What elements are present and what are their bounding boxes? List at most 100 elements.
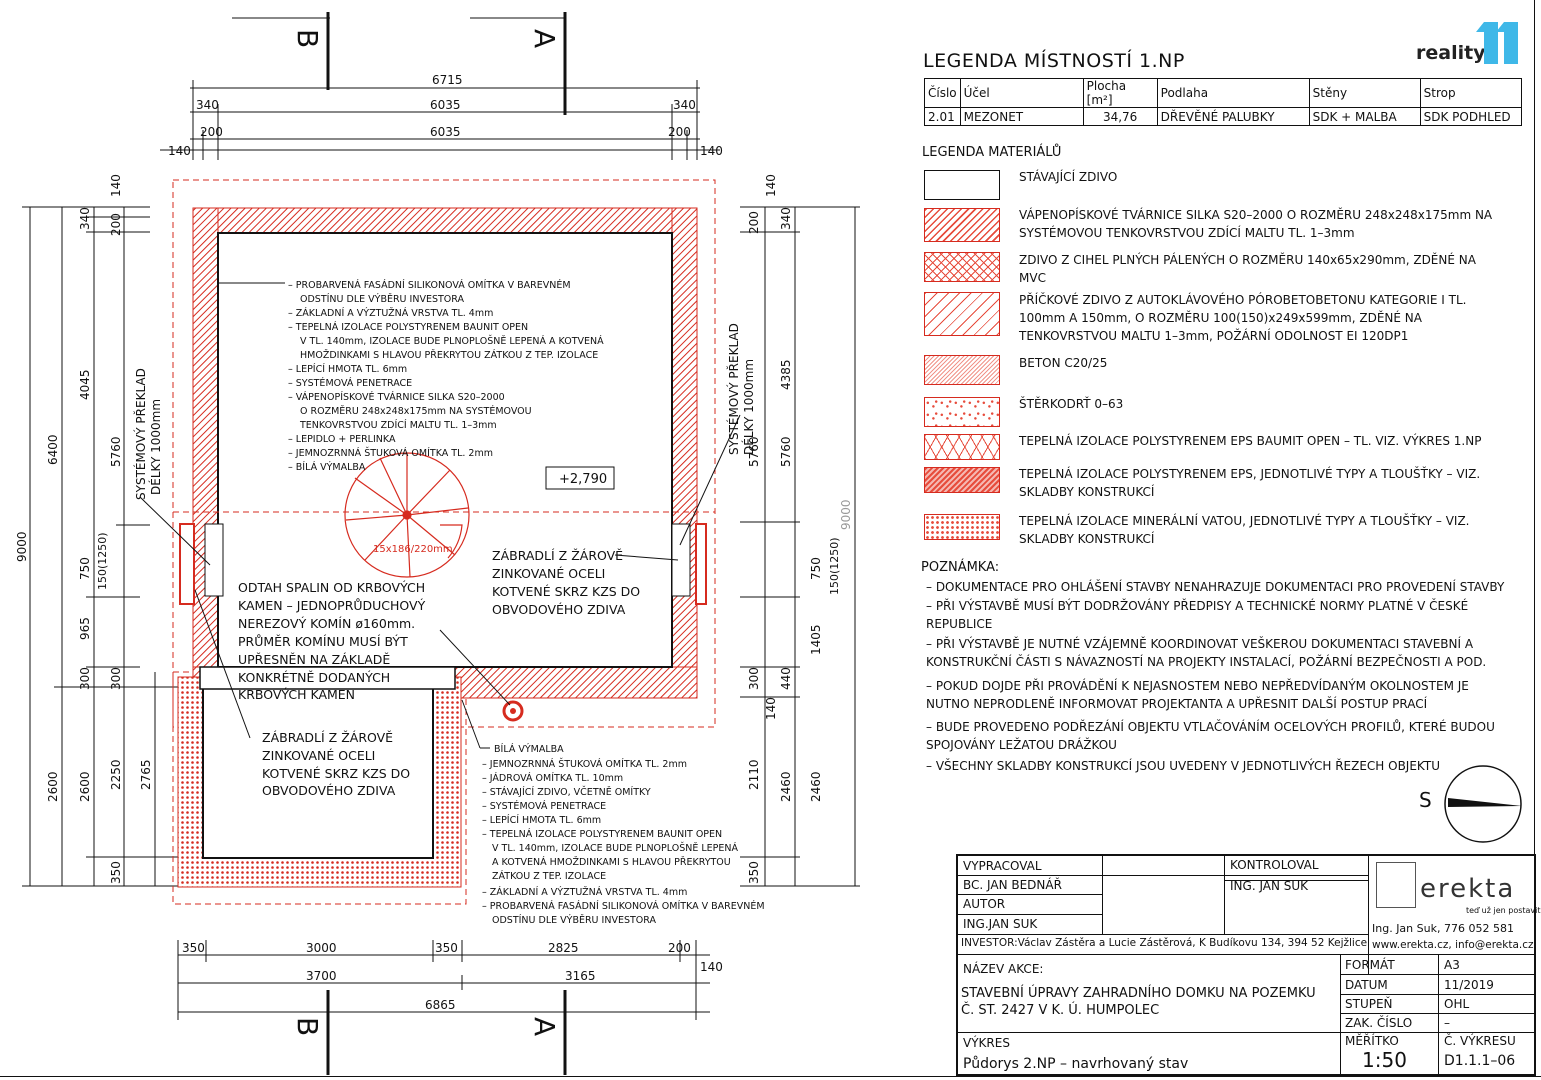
autor-label: AUTOR [963, 897, 1006, 911]
material-label: BETON C20/25 [1019, 356, 1108, 370]
section-mark-a-bottom: A [528, 1017, 561, 1036]
dim-top-6035b: 6035 [430, 125, 461, 139]
dim-top-340-right: 340 [673, 98, 696, 112]
vypracoval-value: BC. JAN BEDNÁŘ [963, 878, 1062, 892]
dim-right-2460b: 2460 [809, 771, 823, 802]
dim-right-750: 750 [809, 557, 823, 580]
logo-text: reality [1416, 42, 1486, 64]
svg-text:– TEPELNÁ IZOLACE POLYSTYRENEM: – TEPELNÁ IZOLACE POLYSTYRENEM BAUNIT OP… [482, 828, 722, 840]
material-swatch-brick [924, 252, 1000, 282]
svg-text:UPŘESNĚN NA ZÁKLADĚ: UPŘESNĚN NA ZÁKLADĚ [238, 652, 390, 667]
svg-text:O ROZMĚRU 248x248x175mm NA SYS: O ROZMĚRU 248x248x175mm NA SYSTÉMOVOU [300, 405, 532, 417]
dim-right-4385: 4385 [779, 359, 793, 390]
material-label: VÁPENOPÍSKOVÉ TVÁRNICE SILKA S20–2000 O … [1019, 208, 1493, 240]
svg-text:OBVODOVÉHO ZDIVA: OBVODOVÉHO ZDIVA [492, 602, 626, 617]
investor: INVESTOR:Václav Zástěra a Lucie Zástěrov… [961, 937, 1368, 949]
north-label: S [1419, 788, 1432, 812]
note-item: – VŠECHNY SKLADBY KONSTRUKCÍ JSOU UVEDEN… [926, 759, 1440, 773]
stupen-label: STUPEŇ [1345, 997, 1393, 1011]
dim-right-150-1250: 150(1250) [828, 537, 841, 595]
material-label: ZDIVO Z CIHEL PLNÝCH PÁLENÝCH O ROZMĚRU … [1019, 253, 1476, 285]
dim-top-140-left: 140 [168, 144, 191, 158]
dim-left-6400: 6400 [46, 434, 60, 465]
company-contact-1: Ing. Jan Suk, 776 052 581 [1372, 922, 1514, 935]
chimney-note: ODTAH SPALIN OD KRBOVÝCH KAMEN – JEDNOPR… [238, 580, 426, 702]
material-swatch-mineral-wool [924, 514, 1000, 540]
dim-bottom-200: 200 [668, 941, 691, 955]
sheet-border-bottom [0, 1076, 1541, 1077]
dim-top-6035: 6035 [430, 98, 461, 112]
dim-right-300: 300 [747, 667, 761, 690]
svg-text:DÉLKY 1000mm: DÉLKY 1000mm [148, 399, 163, 495]
svg-text:ZINKOVANÉ OCELI: ZINKOVANÉ OCELI [262, 748, 375, 763]
svg-text:KOTVENÉ SKRZ KZS DO: KOTVENÉ SKRZ KZS DO [262, 766, 410, 781]
dim-left-2250: 2250 [109, 759, 123, 790]
dim-top-340-left: 340 [196, 98, 219, 112]
svg-text:ODTAH SPALIN OD KRBOVÝCH: ODTAH SPALIN OD KRBOVÝCH [238, 580, 425, 595]
dim-bottom-total: 6865 [425, 998, 456, 1012]
rooms-table-header: Číslo Účel Plocha [m²] Podlaha Stěny Str… [924, 78, 1522, 108]
dim-right-5760a: 5760 [747, 436, 761, 467]
company-tagline: teď už jen postavit [1466, 906, 1541, 915]
svg-text:– JEMNOZRNNÁ ŠTUKOVÁ OMÍTKA TL: – JEMNOZRNNÁ ŠTUKOVÁ OMÍTKA TL. 2mm [482, 758, 687, 770]
note-item: – POKUD DOJDE PŘI PROVÁDĚNÍ K NEJASNOSTE… [926, 679, 1469, 711]
svg-text:PRŮMĚR KOMÍNU MUSÍ BÝT: PRŮMĚR KOMÍNU MUSÍ BÝT [238, 634, 408, 649]
material-label: PŘÍČKOVÉ ZDIVO Z AUTOKLÁVOVÉHO PÓROBETOB… [1019, 293, 1467, 343]
dim-top-200-right: 200 [668, 125, 691, 139]
dim-right-440: 440 [779, 667, 793, 690]
level-label: +2,790 [559, 472, 607, 487]
dim-left-4045: 4045 [78, 369, 92, 400]
svg-text:– JÁDROVÁ OMÍTKA TL. 10mm: – JÁDROVÁ OMÍTKA TL. 10mm [482, 772, 623, 784]
dim-right-5760b: 5760 [779, 436, 793, 467]
dim-top-total: 6715 [432, 73, 463, 87]
dim-bottom-3700: 3700 [306, 969, 337, 983]
svg-text:– JEMNOZRNNÁ ŠTUKOVÁ OMÍTKA TL: – JEMNOZRNNÁ ŠTUKOVÁ OMÍTKA TL. 2mm [288, 447, 493, 459]
svg-text:NEREZOVÝ KOMÍN ø160mm.: NEREZOVÝ KOMÍN ø160mm. [238, 616, 415, 631]
material-label: TEPELNÁ IZOLACE MINERÁLNÍ VATOU, JEDNOTL… [1019, 514, 1470, 546]
note-item: – PŘI VÝSTAVBĚ JE NUTNÉ VZÁJEMNĚ KOORDIN… [926, 637, 1487, 669]
lintel-left: SYSTÉMOVÝ PŘEKLAD DÉLKY 1000mm [133, 368, 163, 500]
company-name: erekta [1420, 874, 1516, 904]
material-swatch-concrete [924, 355, 1000, 385]
material-swatch-aac [924, 292, 1000, 336]
svg-text:– ZÁKLADNÍ A VÝZTUŽNÁ VRSTVA T: – ZÁKLADNÍ A VÝZTUŽNÁ VRSTVA TL. 4mm [482, 886, 687, 898]
section-mark-b-bottom: B [291, 1017, 324, 1036]
stair-label: 15x186/220mm [373, 544, 453, 555]
svg-text:SYSTÉMOVÝ PŘEKLAD: SYSTÉMOVÝ PŘEKLAD [133, 368, 148, 500]
material-swatch-gravel [924, 397, 1000, 427]
railing-note-right: ZÁBRADLÍ Z ŽÁROVĚ ZINKOVANÉ OCELI KOTVEN… [492, 548, 640, 617]
svg-text:ODSTÍNU DLE VÝBĚRU INVESTORA: ODSTÍNU DLE VÝBĚRU INVESTORA [300, 293, 464, 305]
stupen-value: OHL [1444, 997, 1470, 1011]
svg-text:KOTVENÉ SKRZ KZS DO: KOTVENÉ SKRZ KZS DO [492, 584, 640, 599]
svg-text:SYSTÉMOVÝ PŘEKLAD: SYSTÉMOVÝ PŘEKLAD [726, 323, 741, 455]
company-contact-2: www.erekta.cz, info@erekta.cz [1372, 939, 1534, 951]
dim-left-340: 340 [78, 207, 92, 230]
title-block: VYPRACOVAL BC. JAN BEDNÁŘ AUTOR ING.JAN … [956, 854, 1541, 1076]
section-mark-a-top: A [528, 29, 561, 48]
dim-left-750: 750 [78, 557, 92, 580]
svg-text:ZÁTKOU Z TEP. IZOLACE: ZÁTKOU Z TEP. IZOLACE [492, 870, 606, 882]
material-label: STÁVAJÍCÍ ZDIVO [1019, 170, 1118, 184]
svg-text:– SYSTÉMOVÁ PENETRACE: – SYSTÉMOVÁ PENETRACE [288, 377, 412, 389]
section-marks [232, 12, 567, 1075]
dim-left-300: 300 [78, 667, 92, 690]
railing-note-left: ZÁBRADLÍ Z ŽÁROVĚ ZINKOVANÉ OCELI KOTVEN… [262, 730, 410, 798]
material-swatch-silka [924, 208, 1000, 242]
dim-left-150-1250: 150(1250) [96, 532, 109, 590]
svg-text:– LEPÍCÍ HMOTA TL. 6mm: – LEPÍCÍ HMOTA TL. 6mm [288, 363, 407, 375]
dim-bottom-3000: 3000 [306, 941, 337, 955]
svg-text:– VÁPENOPÍSKOVÉ TVÁRNICE SILKA: – VÁPENOPÍSKOVÉ TVÁRNICE SILKA S20–2000 [288, 391, 505, 403]
svg-text:KRBOVÝCH KAMEN: KRBOVÝCH KAMEN [238, 687, 355, 702]
autor-value: ING.JAN SUK [963, 917, 1038, 931]
dim-right-200: 200 [747, 211, 761, 234]
notes-title: POZNÁMKA: [921, 560, 1000, 575]
svg-text:KONKRÉTNĚ DODANÝCH: KONKRÉTNĚ DODANÝCH [238, 670, 390, 685]
svg-text:– LEPIDLO + PERLINKA: – LEPIDLO + PERLINKA [288, 434, 396, 445]
erekta-logo-icon [1376, 862, 1416, 908]
sheet-border [1534, 0, 1535, 854]
wall-composition-top: – PROBARVENÁ FASÁDNÍ SILIKONOVÁ OMÍTKA V… [288, 279, 604, 473]
top-dimension-lines [160, 80, 720, 160]
dim-right-340: 340 [779, 207, 793, 230]
table-row: 2.01 MEZONET 34,76 DŘEVĚNÉ PALUBKY SDK +… [924, 107, 1522, 126]
svg-text:– PROBARVENÁ FASÁDNÍ SILIKONOV: – PROBARVENÁ FASÁDNÍ SILIKONOVÁ OMÍTKA V… [482, 900, 765, 912]
